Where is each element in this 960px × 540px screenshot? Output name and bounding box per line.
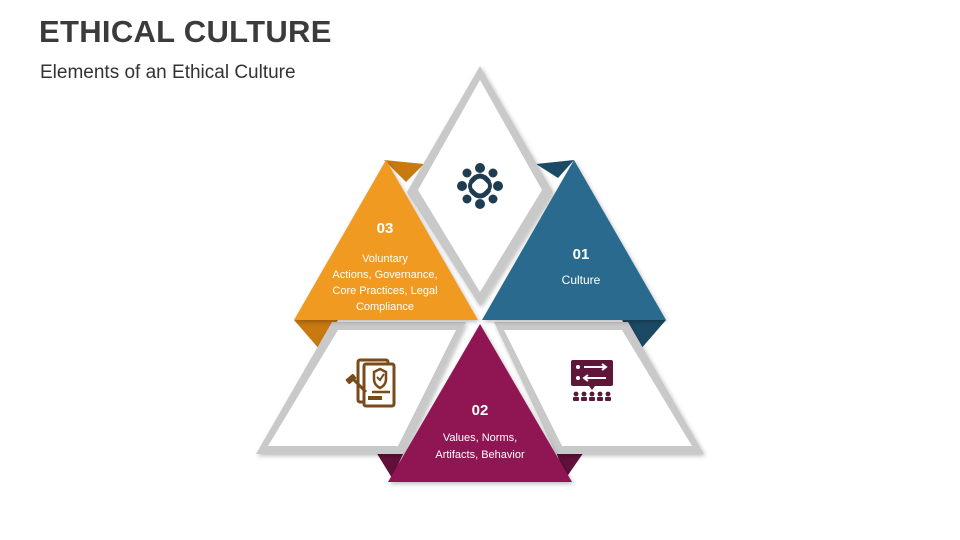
- right-white-triangle: [494, 322, 704, 454]
- voluntary-number: 03: [377, 220, 394, 237]
- voluntary-text-line-2: Actions, Governance,: [332, 269, 437, 281]
- values-number: 02: [472, 402, 489, 419]
- voluntary-triangle: [294, 160, 478, 320]
- page-subtitle: Elements of an Ethical Culture: [40, 62, 296, 83]
- voluntary-fold: [384, 160, 424, 182]
- culture-triangle: [482, 160, 666, 320]
- culture-number: 01: [573, 246, 590, 263]
- values-text-line-2: Artifacts, Behavior: [435, 449, 525, 461]
- top-white-triangle: [407, 66, 553, 306]
- legal-document-icon: [345, 358, 396, 408]
- culture-fold: [536, 160, 574, 178]
- page-title: ETHICAL CULTURE: [39, 14, 332, 49]
- people-circle-icon: [457, 163, 503, 209]
- voluntary-text-line-4: Compliance: [356, 301, 414, 313]
- voluntary-fold-bottom: [294, 320, 338, 350]
- culture-fold-bottom: [622, 320, 666, 350]
- values-triangle: [388, 324, 572, 482]
- values-text-line-1: Values, Norms,: [443, 432, 517, 444]
- voluntary-text-line-3: Core Practices, Legal: [332, 285, 437, 297]
- values-fold-left: [376, 452, 404, 478]
- presentation-board-icon: [571, 360, 613, 401]
- culture-text: Culture: [562, 273, 601, 287]
- values-fold-right: [556, 452, 584, 478]
- voluntary-text-line-1: Voluntary: [362, 253, 408, 265]
